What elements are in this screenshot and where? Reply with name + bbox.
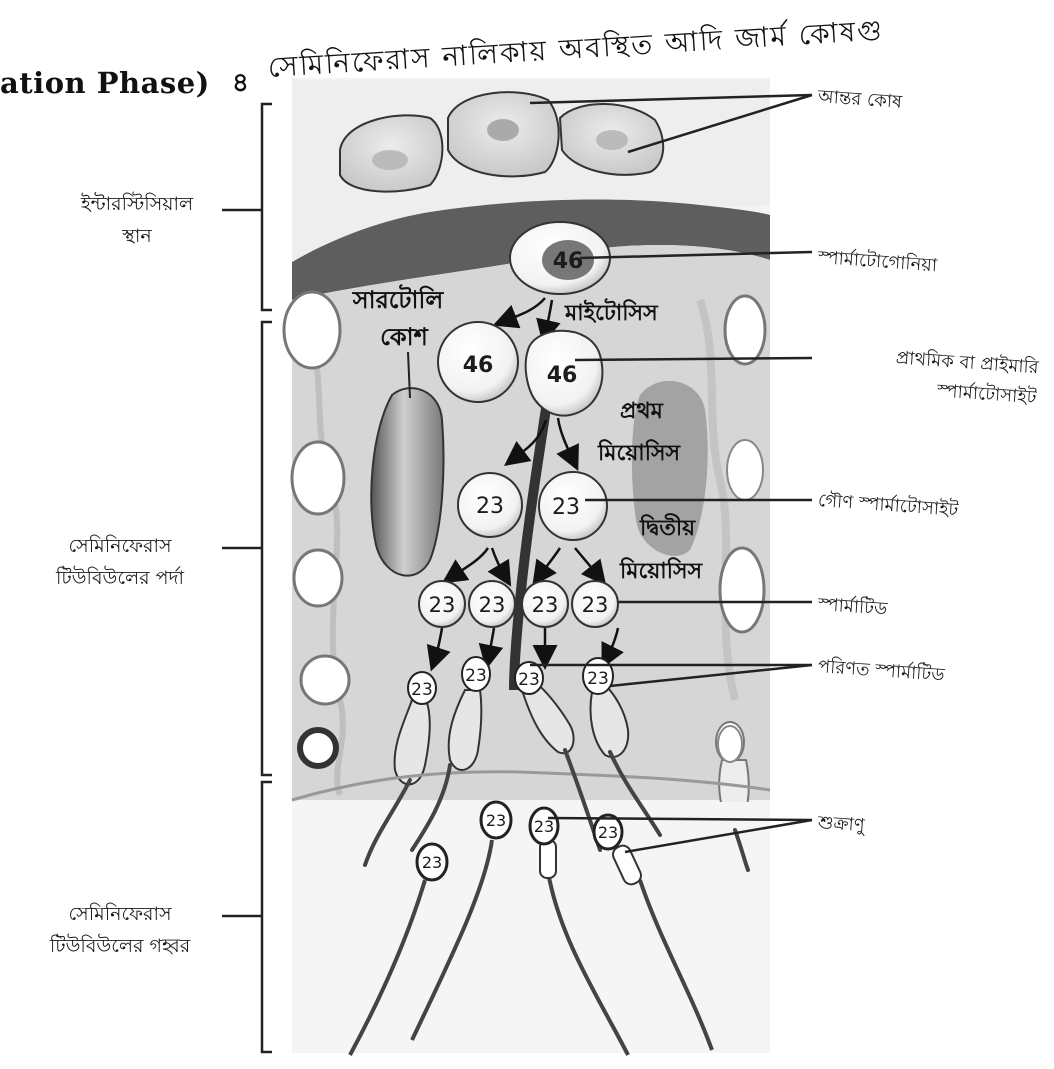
svg-text:23: 23 (587, 669, 609, 689)
svg-text:23: 23 (465, 666, 487, 686)
meiosis1-label-line1: প্রথম (620, 399, 664, 424)
svg-text:23: 23 (422, 853, 442, 872)
secondary-left-number: 23 (476, 494, 504, 519)
label-tubule-wall: সেমিনিফেরাস টিউবিউলের পর্দা (22, 530, 218, 594)
header-bengali-title: সেমিনিফেরাস নালিকায় অবস্থিত আদি জার্ম ক… (267, 8, 886, 93)
svg-text:23: 23 (598, 823, 618, 842)
interstitial-nucleus (596, 130, 628, 150)
label-sperm: শুক্রাণু (817, 808, 866, 842)
svg-text:23: 23 (429, 593, 456, 617)
svg-text:23: 23 (582, 593, 609, 617)
label-interstitial-cell: আন্তর কোষ (817, 82, 903, 119)
secondary-right-number: 23 (552, 495, 580, 520)
header-separator: ৪ (232, 62, 249, 106)
sertoli-nucleus (371, 388, 443, 576)
label-spermatid: স্পার্মাটিড (817, 590, 888, 626)
svg-text:23: 23 (486, 811, 506, 830)
meiosis2-label-line1: দ্বিতীয় (639, 513, 696, 541)
meiosis1-label-line2: মিয়োসিস (597, 439, 682, 466)
label-tubule-lumen: সেমিনিফেরাস টিউবিউলের গহ্বর (22, 898, 218, 962)
mitosis-label: মাইটোসিস (564, 298, 659, 326)
interstitial-nucleus (372, 150, 408, 170)
left-brackets (222, 104, 272, 1052)
svg-text:23: 23 (518, 670, 540, 690)
meiosis2-label-line2: মিয়োসিস (619, 557, 704, 584)
svg-text:23: 23 (479, 593, 506, 617)
sertoli-label-line2: কোশ (380, 323, 428, 351)
header-english-fragment: ation Phase) (0, 66, 210, 100)
svg-text:23: 23 (534, 817, 554, 836)
spermatogonium-number: 46 (553, 249, 584, 274)
primary-left-number: 46 (463, 353, 494, 378)
sertoli-label-line1: সারটোলি (352, 284, 445, 314)
svg-text:23: 23 (411, 680, 433, 700)
page-header: ation Phase) ৪ সেমিনিফেরাস নালিকায় অবস্… (0, 22, 1054, 92)
primary-right-number: 46 (547, 363, 578, 388)
interstitial-nucleus (487, 119, 519, 141)
label-interstitial-space: ইন্টারস্টিসিয়াল স্থান (62, 188, 212, 252)
svg-text:23: 23 (532, 593, 559, 617)
